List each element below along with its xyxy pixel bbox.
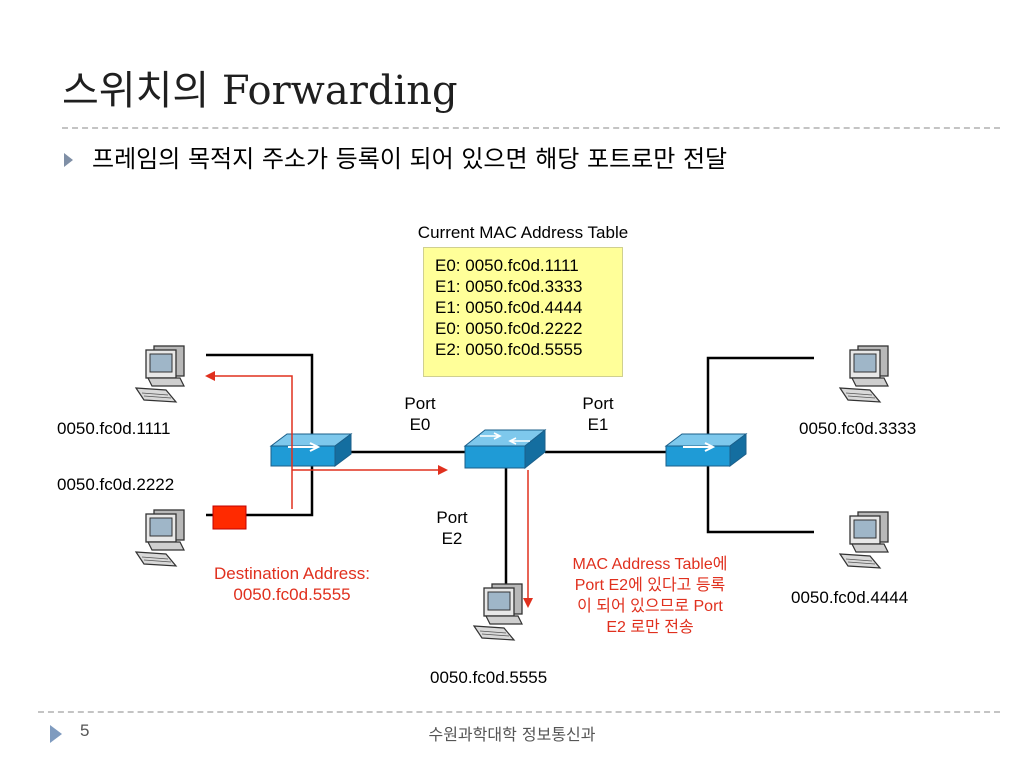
pc-top-right-icon [839, 345, 889, 403]
mac-table-row: E0: 0050.fc0d.1111 [435, 256, 579, 275]
page-number: 5 [80, 721, 90, 740]
pc-top-left-icon [135, 345, 185, 403]
host-label-top-right: 0050.fc0d.3333 [799, 419, 917, 438]
pc-bottom-right-icon [839, 511, 889, 569]
frame-packet-icon [212, 505, 247, 530]
mac-address-table: E0: 0050.fc0d.1111 E1: 0050.fc0d.3333 E1… [423, 247, 623, 377]
footer-divider [38, 711, 1000, 713]
destination-label: Destination Address:0050.fc0d.5555 [214, 564, 370, 604]
bullet-text: 프레임의 목적지 주소가 등록이 되어 있으면 해당 포트로만 전달 [92, 145, 728, 173]
forwarding-note: MAC Address Table에 Port E2에 있다고 등록 이 되어 … [572, 556, 728, 636]
switch-center-icon [463, 428, 547, 470]
footer-arrow-icon [50, 725, 62, 743]
slide-title: 스위치의 Forwarding [62, 68, 458, 114]
host-label-top-left: 0050.fc0d.1111 [57, 419, 171, 438]
host-label-bottom-right: 0050.fc0d.4444 [791, 588, 909, 607]
mac-table-row: E2: 0050.fc0d.5555 [435, 340, 583, 359]
bullet-arrow-icon [64, 153, 73, 167]
flood-arrow-up [205, 371, 293, 509]
pc-bottom-left-icon [135, 509, 185, 567]
title-divider [62, 127, 1000, 129]
mac-table-row: E1: 0050.fc0d.4444 [435, 298, 583, 317]
mac-table-row: E1: 0050.fc0d.3333 [435, 277, 583, 296]
footer-text: 수원과학대학 정보통신과 [428, 725, 596, 744]
hub-right-icon [665, 433, 747, 467]
mac-table-title: Current MAC Address Table [417, 223, 629, 242]
host-label-bottom-center: 0050.fc0d.5555 [430, 668, 548, 687]
hub-left-icon [270, 433, 352, 467]
pc-bottom-center-icon [473, 583, 523, 641]
host-label-bottom-left: 0050.fc0d.2222 [57, 475, 175, 494]
mac-table-row: E0: 0050.fc0d.2222 [435, 319, 583, 338]
